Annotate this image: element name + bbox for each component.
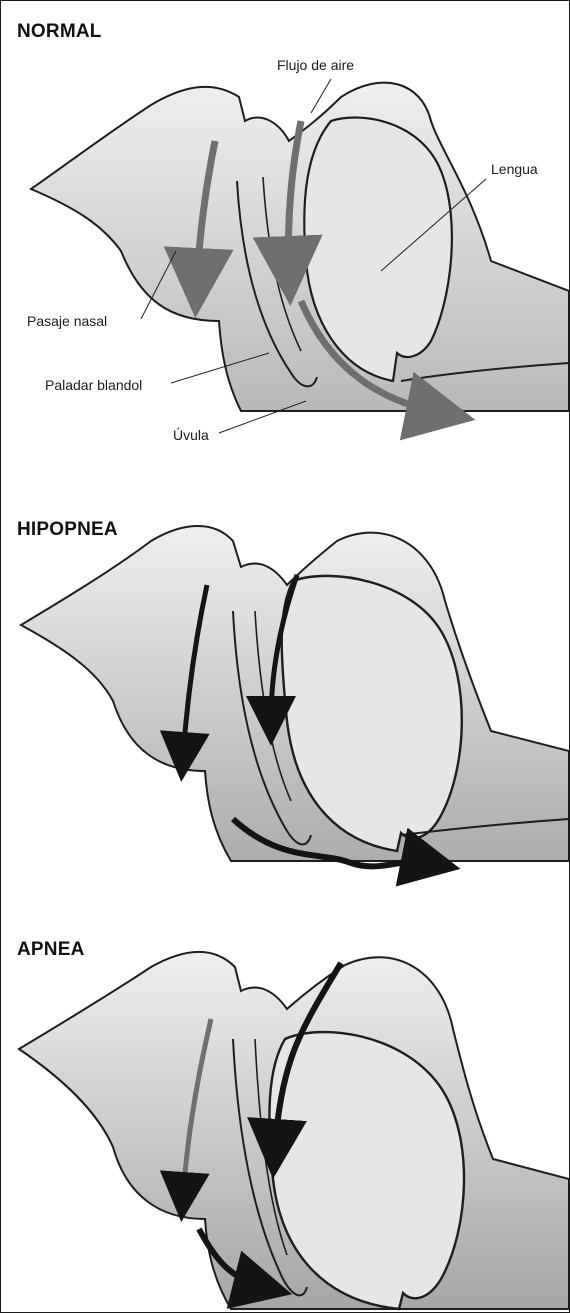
hypopnea-anatomy-illustration [1, 501, 569, 901]
panel-title-hypopnea: HIPOPNEA [17, 519, 118, 541]
label-tongue: Lengua [491, 161, 538, 177]
panel-apnea: APNEA [1, 929, 569, 1312]
panel-normal: NORMAL Flujo de aire Lengua Pasaje nasal… [1, 1, 569, 471]
label-nasal-passage: Pasaje nasal [27, 313, 107, 329]
panel-hypopnea: HIPOPNEA [1, 501, 569, 901]
label-soft-palate: Paladar blandol [45, 377, 142, 393]
label-airflow: Flujo de aire [277, 57, 354, 73]
panel-title-apnea: APNEA [17, 939, 85, 961]
apnea-anatomy-illustration [1, 929, 569, 1312]
leader-airflow [311, 79, 331, 113]
label-uvula: Úvula [173, 427, 209, 443]
panel-title-normal: NORMAL [17, 21, 102, 43]
